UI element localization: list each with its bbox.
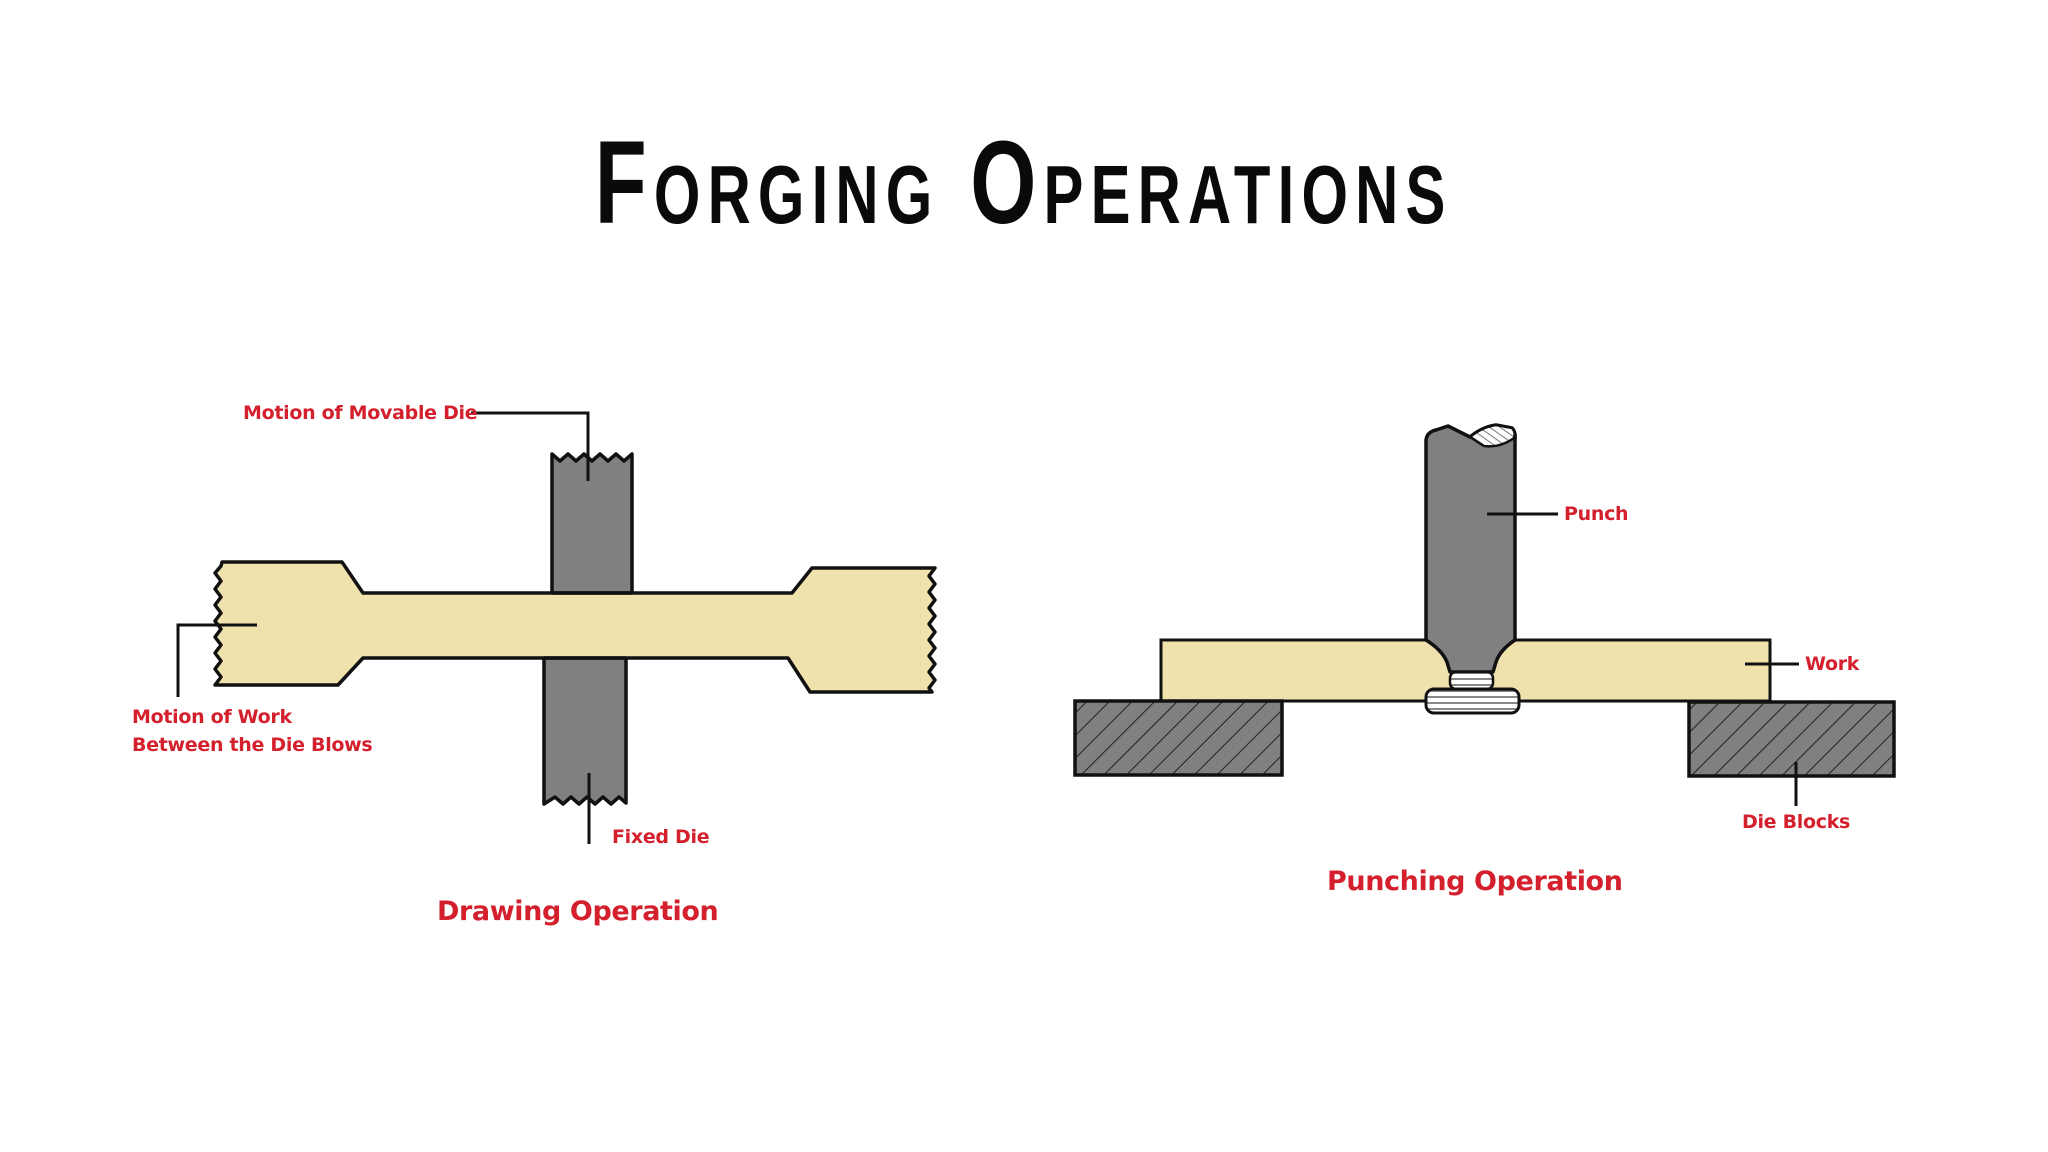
movable-die <box>550 452 634 597</box>
die-block-right <box>1687 700 1896 778</box>
slug-upper <box>1448 670 1495 691</box>
workpiece <box>213 560 937 694</box>
punch-top-section <box>1467 423 1516 448</box>
fixed-die <box>542 653 628 806</box>
label-punch: Punch <box>1564 503 1629 525</box>
work-motion-leader <box>176 623 257 697</box>
movable-die-leader <box>471 411 590 481</box>
punching-operation-diagram <box>1073 423 1896 806</box>
page-title: Forging Operations <box>0 118 2048 248</box>
caption-punching-operation: Punching Operation <box>1327 866 1623 897</box>
caption-drawing-operation: Drawing Operation <box>437 896 719 927</box>
label-motion-of-work-line2: Between the Die Blows <box>132 734 373 756</box>
slug <box>1424 687 1521 715</box>
drawing-operation-diagram <box>176 411 937 844</box>
title-text: Forging Operations <box>595 117 1453 249</box>
punch <box>1424 423 1517 674</box>
label-die-blocks: Die Blocks <box>1742 811 1851 833</box>
die-block-left <box>1073 699 1284 777</box>
label-work: Work <box>1805 653 1860 675</box>
label-motion-of-work-line1: Motion of Work <box>132 706 292 728</box>
label-motion-of-movable-die: Motion of Movable Die <box>243 402 478 424</box>
label-fixed-die: Fixed Die <box>612 826 710 848</box>
